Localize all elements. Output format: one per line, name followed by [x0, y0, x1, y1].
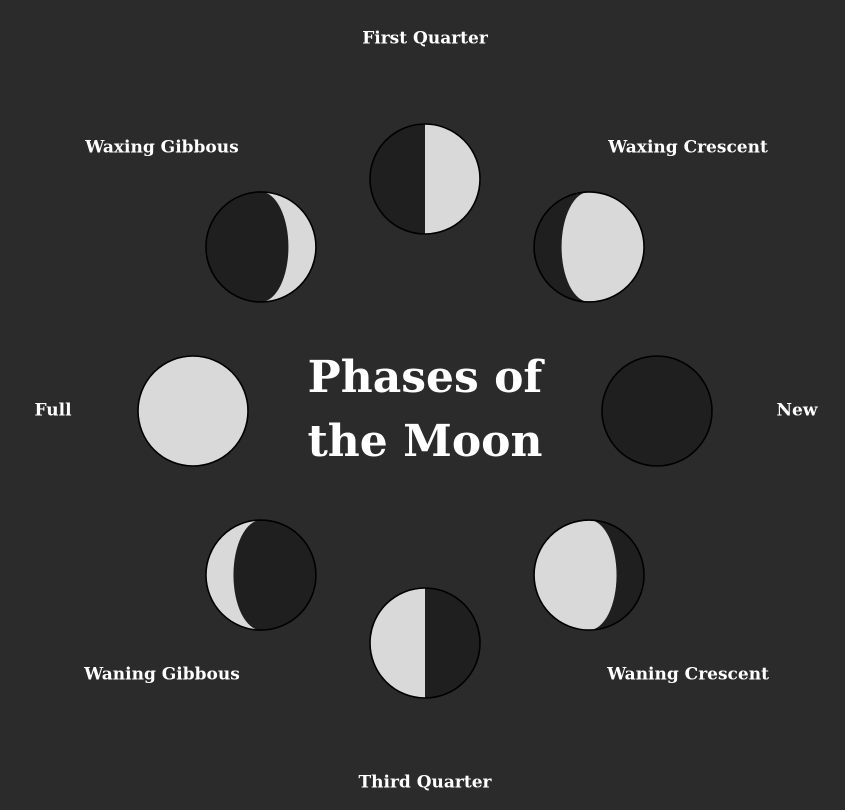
- title-line-2: the Moon: [307, 416, 543, 467]
- moon-outline: [369, 123, 481, 235]
- moon-disc: [138, 356, 248, 466]
- moon-lit-portion: [561, 191, 645, 302]
- moon-outline: [205, 519, 317, 631]
- moon-waning-crescent: [533, 519, 645, 631]
- diagram-title: Phases of the Moon: [307, 346, 542, 474]
- title-line-1: Phases of: [307, 352, 543, 403]
- moon-outline: [137, 355, 249, 467]
- moon-waxing-gibbous: [205, 191, 317, 303]
- label-waning-crescent: Waning Crescent: [607, 664, 769, 685]
- label-waning-gibbous: Waning Gibbous: [84, 664, 240, 685]
- moon-lit-portion: [534, 520, 617, 631]
- moon-outline: [533, 519, 645, 631]
- moon-lit-portion: [205, 520, 261, 631]
- moon-waning-gibbous: [205, 519, 317, 631]
- moon-outline: [205, 191, 317, 303]
- moon-first-quarter: [369, 123, 481, 235]
- moon-outline: [601, 355, 713, 467]
- moon-disc: [602, 356, 712, 466]
- moon-full: [137, 355, 249, 467]
- moon-third-quarter: [369, 587, 481, 699]
- label-waxing-crescent: Waxing Crescent: [608, 137, 768, 158]
- label-full: Full: [34, 400, 72, 421]
- moon-lit-portion: [260, 191, 316, 302]
- label-third-quarter: Third Quarter: [358, 772, 492, 793]
- moon-lit-portion: [425, 124, 480, 234]
- label-waxing-gibbous: Waxing Gibbous: [85, 137, 239, 158]
- moon-waxing-crescent: [533, 191, 645, 303]
- label-first-quarter: First Quarter: [362, 28, 488, 49]
- moon-outline: [533, 191, 645, 303]
- moon-new: [601, 355, 713, 467]
- moon-lit-portion: [370, 588, 425, 698]
- moon-outline: [369, 587, 481, 699]
- label-new: New: [776, 400, 818, 421]
